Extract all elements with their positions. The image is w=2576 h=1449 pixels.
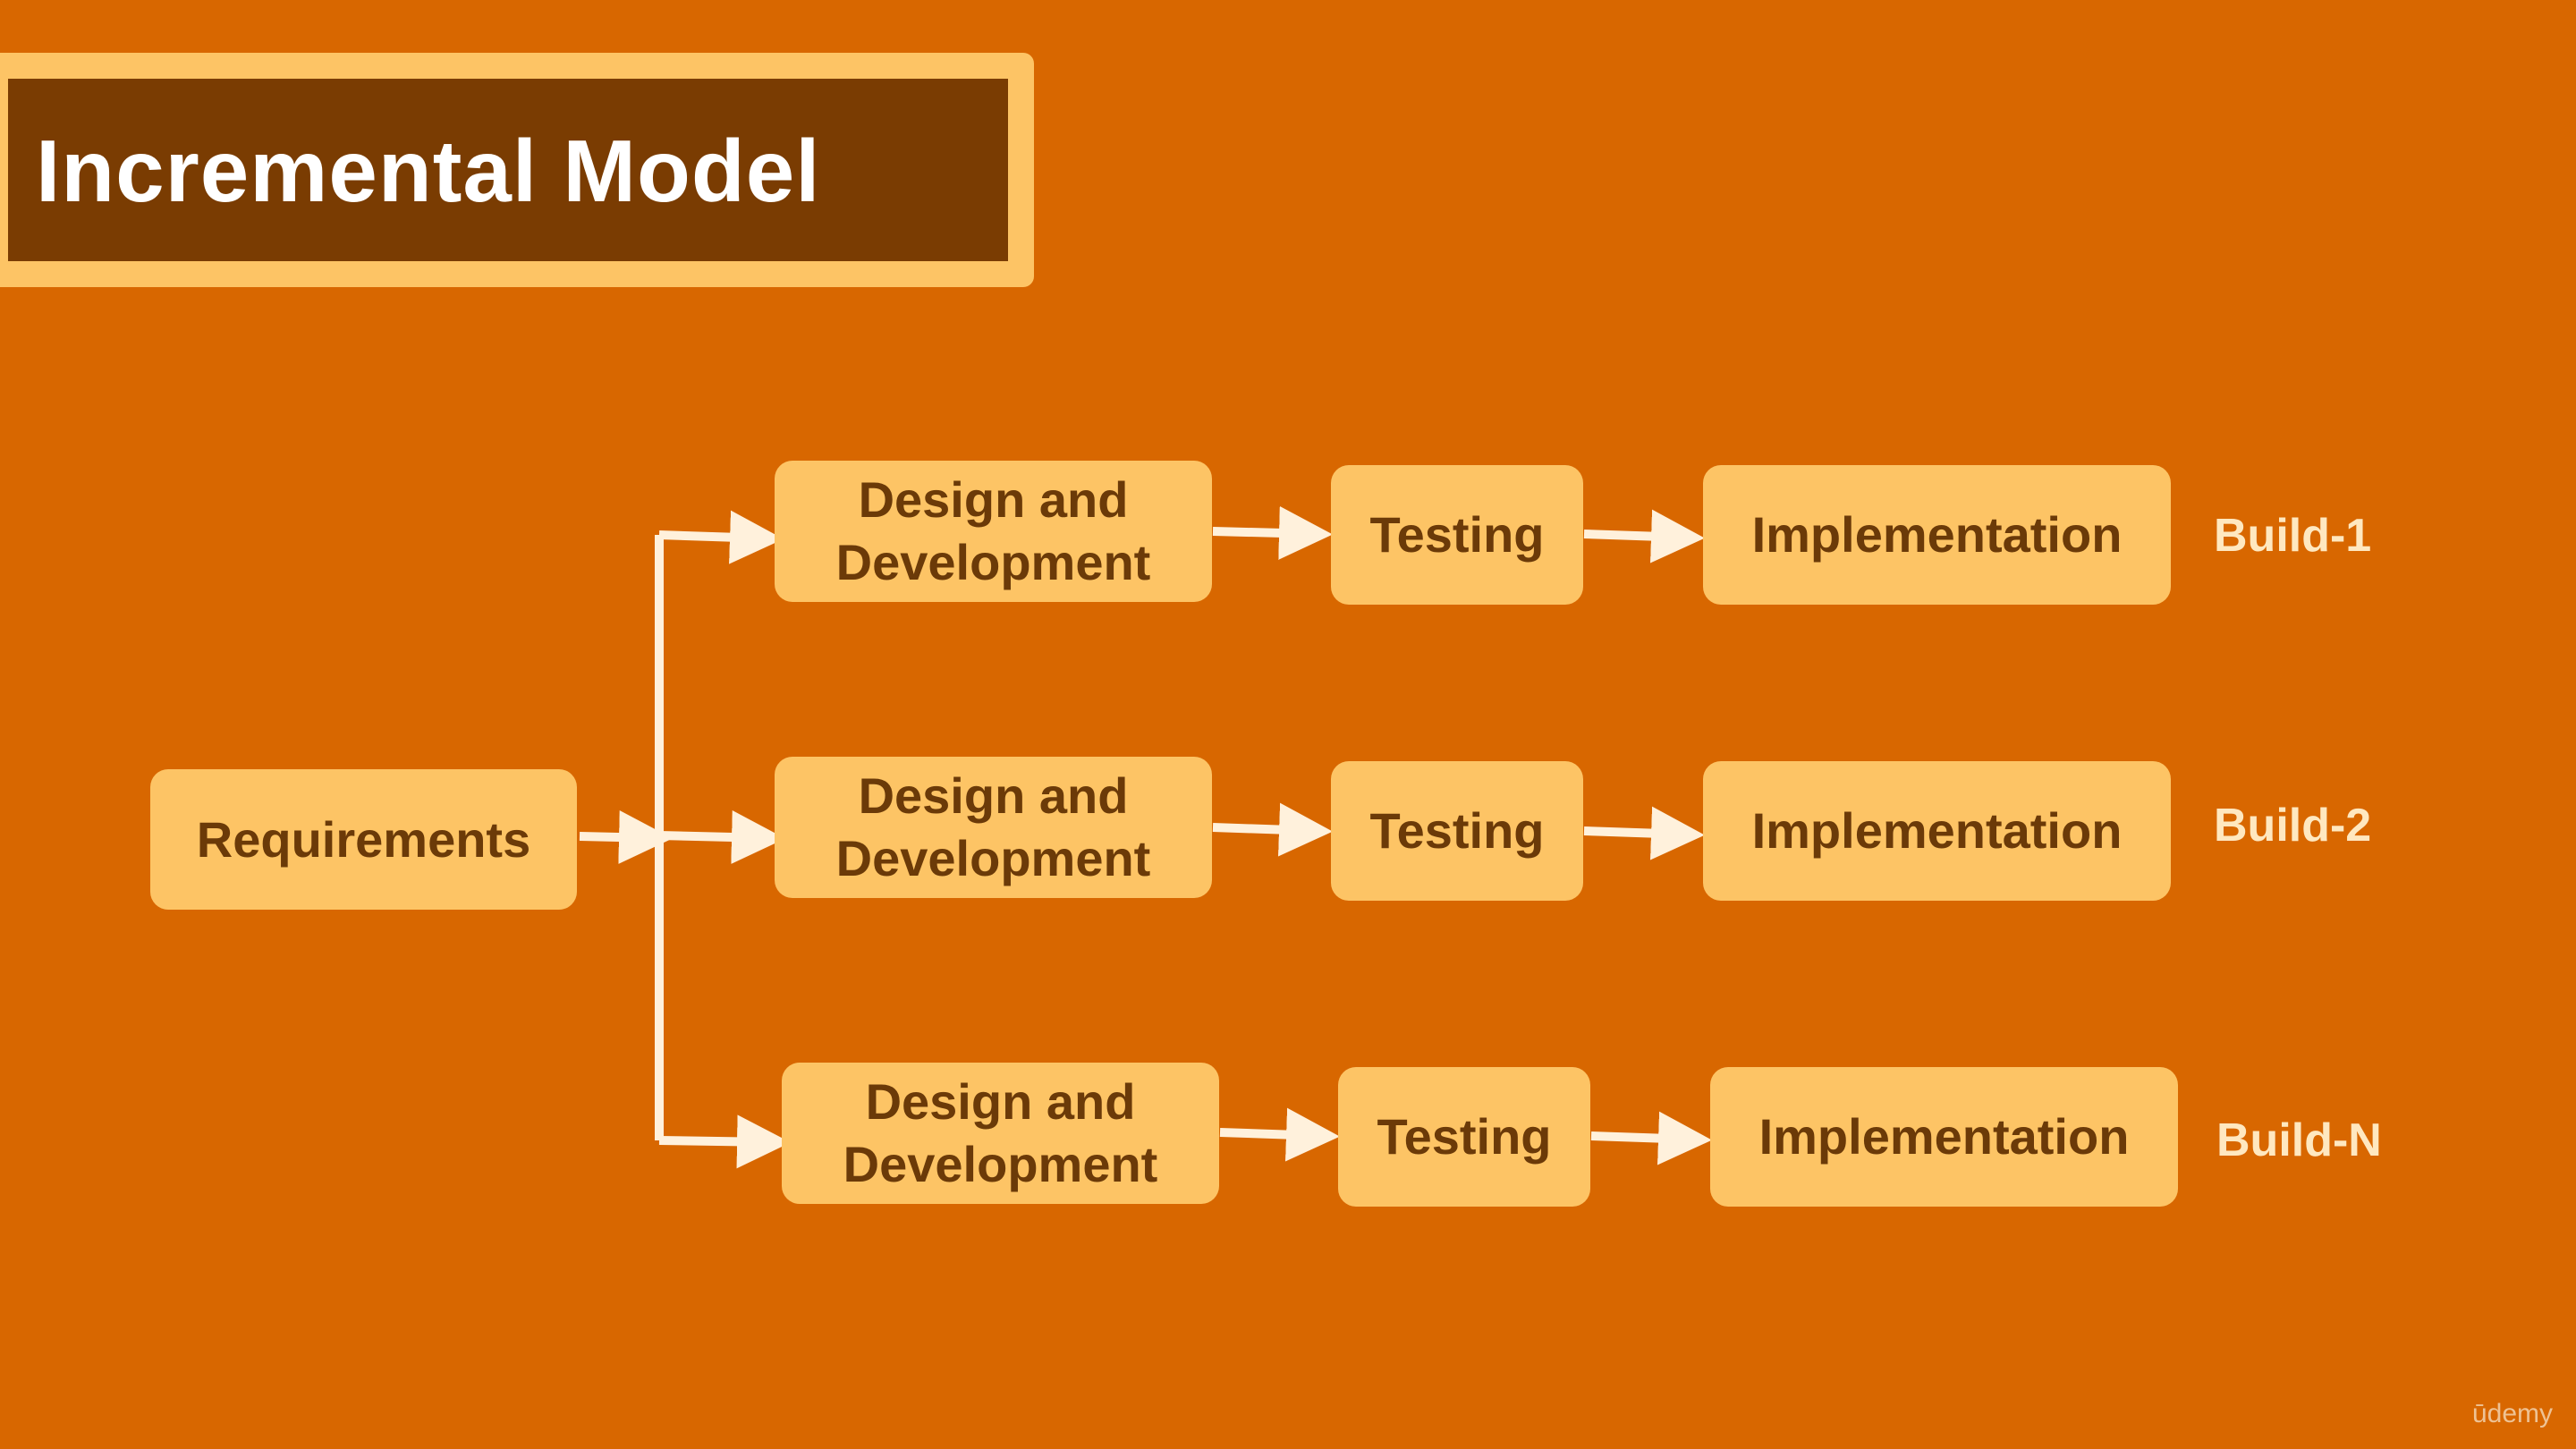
design-line2: Development <box>835 830 1151 886</box>
arrow-requirements-to-branch <box>579 810 673 865</box>
implementation-label: Implementation <box>1758 1108 2130 1165</box>
testing-label: Testing <box>1377 1108 1552 1165</box>
design-line1: Design and <box>858 767 1129 824</box>
implementation-label: Implementation <box>1751 506 2123 563</box>
arrow-branch-to-design-1 <box>658 510 784 564</box>
arrow-design-to-testing-2 <box>1212 802 1333 857</box>
design-line1: Design and <box>858 471 1129 528</box>
testing-label: Testing <box>1369 802 1545 859</box>
arrow-testing-to-implementation-2 <box>1583 806 1705 860</box>
implementation-box-1: Implementation <box>1703 465 2171 605</box>
implementation-box-n: Implementation <box>1710 1067 2178 1207</box>
arrow-design-to-testing-1 <box>1212 505 1333 560</box>
testing-label: Testing <box>1369 506 1545 563</box>
build-label-2: Build-2 <box>2214 800 2372 852</box>
build-label-n: Build-N <box>2216 1114 2382 1166</box>
design-development-box-1: Design and Development <box>775 461 1212 602</box>
implementation-label: Implementation <box>1751 802 2123 859</box>
arrow-design-to-testing-n <box>1219 1107 1340 1162</box>
design-line1: Design and <box>865 1073 1136 1130</box>
design-development-box-n: Design and Development <box>782 1063 1219 1204</box>
testing-box-n: Testing <box>1338 1067 1590 1207</box>
arrow-testing-to-implementation-n <box>1590 1111 1712 1165</box>
slide-title: Incremental Model <box>36 122 821 220</box>
arrow-branch-to-design-2 <box>658 809 785 864</box>
udemy-watermark: ūdemy <box>2472 1399 2554 1428</box>
testing-box-2: Testing <box>1331 761 1583 901</box>
title-banner <box>0 53 1034 287</box>
design-line2: Development <box>835 534 1151 590</box>
requirements-label: Requirements <box>196 810 531 868</box>
design-line2: Development <box>843 1136 1158 1192</box>
requirements-box: Requirements <box>150 769 577 910</box>
build-label-1: Build-1 <box>2214 510 2372 562</box>
implementation-box-2: Implementation <box>1703 761 2171 901</box>
testing-box-1: Testing <box>1331 465 1583 605</box>
arrow-branch-to-design-n <box>658 1114 791 1169</box>
arrow-testing-to-implementation-1 <box>1583 509 1705 564</box>
design-development-box-2: Design and Development <box>775 757 1212 898</box>
